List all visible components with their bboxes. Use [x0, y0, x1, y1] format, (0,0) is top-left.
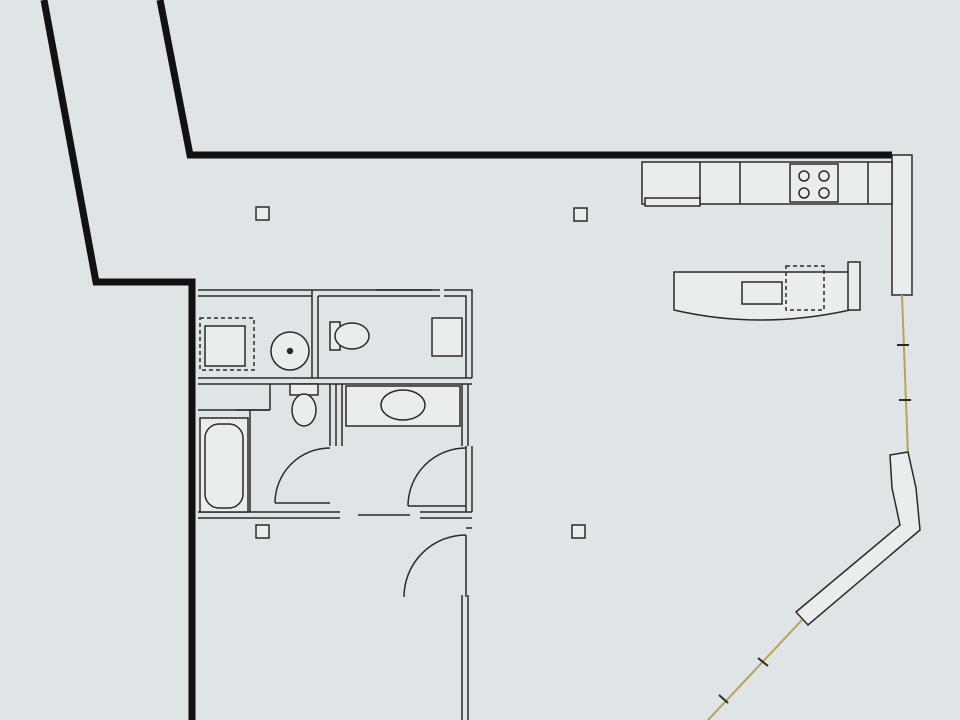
window-glass-1	[901, 294, 909, 456]
door-swing	[403, 534, 467, 598]
doors	[236, 289, 467, 598]
vanity-sink	[380, 389, 426, 421]
island-end-panel	[847, 261, 861, 311]
kitchen-island	[673, 261, 861, 321]
shower-stall	[199, 317, 255, 371]
washer	[431, 317, 463, 357]
column	[255, 524, 270, 539]
toilet-bowl	[291, 393, 317, 427]
stove-burners	[798, 170, 830, 199]
door-swing	[407, 447, 467, 507]
bath-fixtures	[199, 317, 463, 513]
burner	[818, 187, 830, 199]
angled-wall-segment	[794, 451, 921, 627]
island-dishwasher	[785, 265, 825, 311]
east-wall-segment	[891, 154, 913, 296]
stove	[789, 163, 839, 203]
counter-run	[641, 161, 893, 205]
bathroom-core	[198, 289, 473, 519]
door-swing	[274, 447, 331, 504]
exterior-walls	[40, 0, 892, 720]
toilet-bowl	[334, 322, 370, 350]
shower-tray	[204, 325, 246, 367]
window-glass-2	[707, 619, 803, 720]
column	[255, 206, 270, 221]
north-west-wall	[40, 0, 196, 720]
burner	[818, 170, 830, 182]
burner	[798, 187, 810, 199]
columns	[255, 206, 588, 539]
east-window-wall	[707, 154, 921, 720]
kitchen-counter	[641, 161, 893, 207]
column	[571, 524, 586, 539]
window-mullion-4	[718, 694, 729, 704]
north-wall	[156, 0, 892, 159]
south-partition	[461, 527, 472, 720]
column	[573, 207, 588, 222]
island-sink	[741, 281, 783, 305]
burner	[798, 170, 810, 182]
sink-cabinet	[644, 197, 701, 207]
window-mullion-3	[757, 657, 769, 667]
